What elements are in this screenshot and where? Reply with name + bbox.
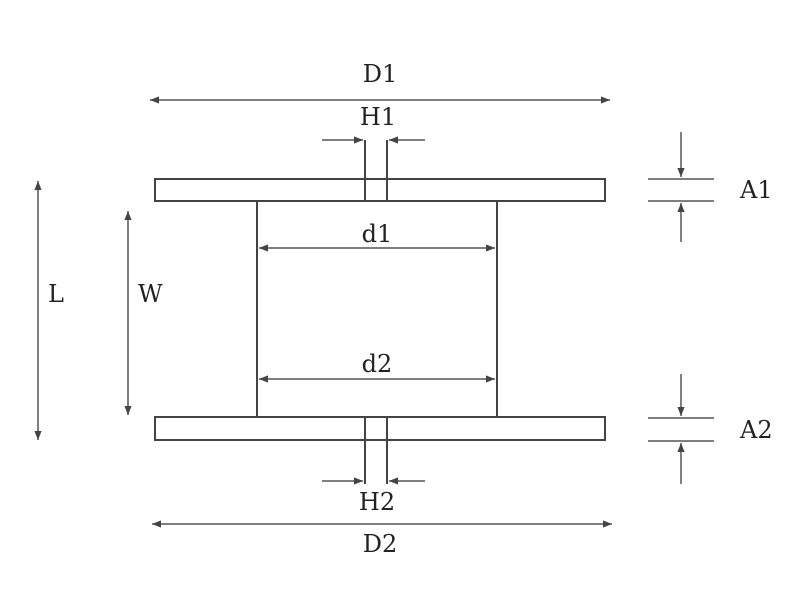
- bottom-flange: [154, 416, 606, 441]
- label-A2: A2: [739, 416, 773, 444]
- label-H2: H2: [359, 488, 395, 516]
- label-W: W: [138, 280, 163, 308]
- label-D1: D1: [363, 60, 398, 88]
- label-A1: A1: [739, 176, 773, 204]
- label-d2: d2: [362, 350, 393, 378]
- label-H1: H1: [360, 103, 396, 131]
- top-flange: [154, 178, 606, 202]
- core-body: [256, 200, 498, 418]
- label-d1: d1: [362, 220, 393, 248]
- label-D2: D2: [363, 530, 398, 558]
- label-L: L: [48, 280, 64, 308]
